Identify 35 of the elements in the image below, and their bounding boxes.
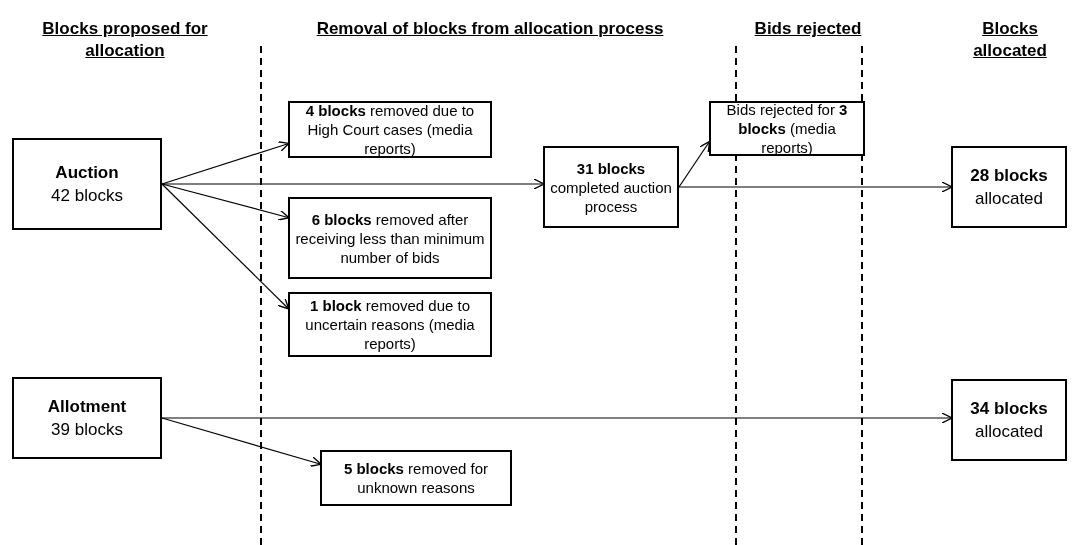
- box-heading: 34 blocks: [970, 399, 1048, 418]
- box-text: 1 block removed due to uncertain reasons (media reports): [304, 296, 476, 353]
- arrow: [161, 417, 322, 467]
- box-text: 39 blocks: [51, 420, 123, 439]
- process-box: [951, 379, 1067, 461]
- arrow: [161, 183, 290, 310]
- box-text: allocated: [974, 422, 1044, 441]
- box-text: 5 blocks removed for unknown reasons: [342, 459, 490, 497]
- box-heading: Auction: [55, 163, 119, 182]
- box-text: 31 blocks completed auction process: [549, 158, 673, 216]
- box-text: Bids rejected for 3 blocks (media reports): [725, 100, 849, 157]
- arrow: [678, 181, 953, 193]
- column-heading: Blocks proposed for allocation: [41, 18, 209, 62]
- arrow: [161, 412, 953, 424]
- column-heading: Bids rejected: [753, 18, 863, 40]
- process-box: [951, 146, 1067, 228]
- box-text: 6 blocks removed after receiving less than minimum number of bids: [294, 209, 486, 267]
- arrow: [161, 178, 545, 190]
- column-heading: Removal of blocks from allocation process: [315, 18, 665, 40]
- process-box: [288, 292, 492, 357]
- process-box: [288, 101, 492, 158]
- process-box: [320, 450, 512, 506]
- box-heading: 28 blocks: [970, 166, 1048, 185]
- process-box: [12, 377, 162, 459]
- process-box: [709, 101, 865, 156]
- arrow: [161, 183, 290, 221]
- column-heading: Blocks allocated: [972, 18, 1048, 62]
- box-text: 42 blocks: [51, 186, 123, 205]
- process-box: [12, 138, 162, 230]
- box-text: 4 blocks removed due to High Court cases (media reports): [304, 101, 476, 158]
- box-text: allocated: [974, 189, 1044, 208]
- arrow: [678, 140, 711, 188]
- process-box: [288, 197, 492, 279]
- process-box: [543, 146, 679, 228]
- box-heading: Allotment: [47, 397, 127, 416]
